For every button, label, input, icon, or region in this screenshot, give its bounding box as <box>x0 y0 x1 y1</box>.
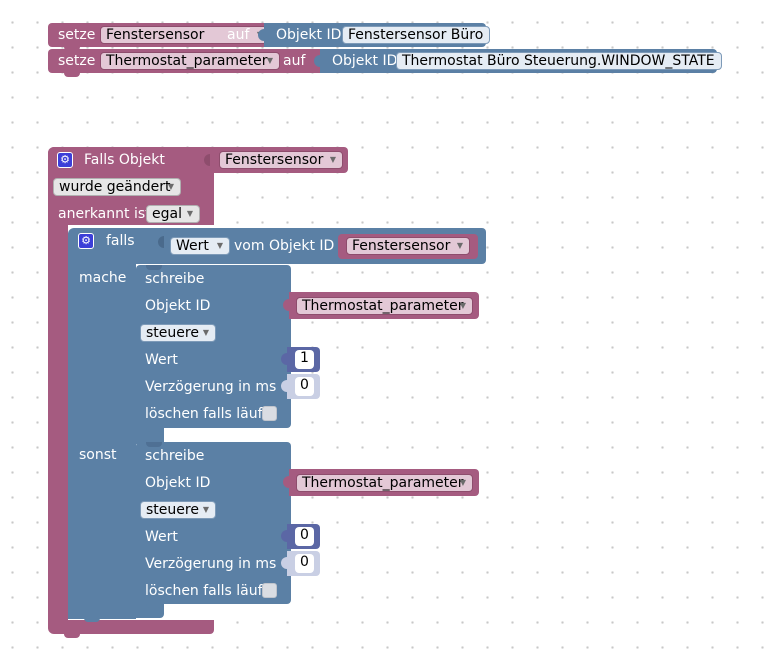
object-id-value[interactable]: Fenstersensor Büro <box>342 26 491 44</box>
ack-dropdown[interactable]: egal ▼ <box>146 205 200 223</box>
mode-dropdown[interactable]: steuere ▼ <box>140 324 216 342</box>
write-variable-dropdown[interactable]: Thermostat_parameter ▼ <box>296 474 473 492</box>
condition-socket <box>158 236 164 248</box>
output-connector <box>281 557 287 569</box>
variable-dropdown-label: Thermostat_parameter <box>106 53 268 69</box>
if-variable-dropdown[interactable]: Fenstersensor ▼ <box>346 237 470 255</box>
set-keyword: setze <box>58 53 96 69</box>
write-block-2-notch <box>146 442 162 447</box>
dropdown-arrow-icon: ▼ <box>167 182 174 191</box>
dropdown-arrow-icon: ▼ <box>216 241 223 250</box>
set-block-2-notch <box>64 73 80 77</box>
set-variable-block-2[interactable]: setze Thermostat_parameter ▼ auf <box>48 49 322 73</box>
write-variable-dropdown[interactable]: Thermostat_parameter ▼ <box>296 297 473 315</box>
output-connector <box>281 380 287 392</box>
value-number-field[interactable]: 0 <box>295 527 314 546</box>
output-connector <box>283 299 289 311</box>
trigger-label: Falls Objekt <box>84 152 165 168</box>
gear-icon[interactable]: ⚙ <box>57 152 73 168</box>
dropdown-arrow-icon: ▼ <box>266 56 273 65</box>
event-dropdown[interactable]: wurde geändert ▼ <box>53 178 181 196</box>
variable-dropdown-label: Fenstersensor <box>106 27 205 43</box>
mode-dropdown[interactable]: steuere ▼ <box>140 501 216 519</box>
delay-label: Verzögerung in ms <box>145 379 277 395</box>
ack-dropdown-label: egal <box>152 206 182 222</box>
value-label: Wert <box>145 529 178 545</box>
auf-keyword: auf <box>283 53 306 69</box>
write-title: schreibe <box>145 271 205 287</box>
if-bottom-bar <box>68 604 164 618</box>
if-bottom-notch <box>84 618 100 622</box>
value-dropdown[interactable]: Wert ▼ <box>170 237 230 255</box>
delay-label: Verzögerung in ms <box>145 556 277 572</box>
dropdown-arrow-icon: ▼ <box>202 328 209 337</box>
object-id-value-label: Thermostat Büro Steuerung.WINDOW_STATE <box>402 53 715 69</box>
dropdown-arrow-icon: ▼ <box>459 301 466 310</box>
write-block-1-bottom-notch <box>146 428 162 432</box>
if-variable-label: Fenstersensor <box>352 238 451 254</box>
object-id-label: Objekt ID <box>276 27 342 43</box>
set-keyword: setze <box>58 27 96 43</box>
dropdown-arrow-icon: ▼ <box>186 209 193 218</box>
write-block-1-notch <box>146 265 162 270</box>
dropdown-arrow-icon: ▼ <box>329 155 336 164</box>
auf-keyword: auf <box>227 27 250 43</box>
clear-checkbox[interactable] <box>262 583 277 598</box>
from-object-label: vom Objekt ID <box>234 238 335 254</box>
write-variable-label: Thermostat_parameter <box>302 298 464 314</box>
write-title: schreibe <box>145 448 205 464</box>
object-id-value-label: Fenstersensor Büro <box>348 27 484 43</box>
trigger-variable-dropdown[interactable]: Fenstersensor ▼ <box>219 151 343 169</box>
mode-dropdown-label: steuere <box>146 502 199 518</box>
value-label: Wert <box>145 352 178 368</box>
trigger-left-bar <box>48 224 68 624</box>
mode-dropdown-label: steuere <box>146 325 199 341</box>
clear-label: löschen falls läuft <box>145 406 268 422</box>
delay-number-field[interactable]: 0 <box>295 377 314 396</box>
delay-number-field[interactable]: 0 <box>295 554 314 573</box>
object-id-block-1[interactable]: Objekt ID Fenstersensor Büro <box>258 23 491 47</box>
output-connector <box>258 29 264 41</box>
trigger-bottom-bar <box>48 620 214 634</box>
dropdown-arrow-icon: ▼ <box>202 505 209 514</box>
variable-dropdown[interactable]: Fenstersensor ▼ <box>100 26 270 44</box>
trigger-variable-label: Fenstersensor <box>225 152 324 168</box>
clear-label: löschen falls läuft <box>145 583 268 599</box>
object-id-value[interactable]: Thermostat Büro Steuerung.WINDOW_STATE <box>396 52 722 70</box>
event-dropdown-label: wurde geändert <box>59 179 171 195</box>
variable-dropdown[interactable]: Thermostat_parameter ▼ <box>100 52 280 70</box>
object-id-block-2[interactable]: Objekt ID Thermostat Büro Steuerung.WIND… <box>314 49 722 73</box>
output-connector <box>283 476 289 488</box>
write-block-2[interactable] <box>136 442 291 604</box>
ack-label: anerkannt ist <box>58 206 151 222</box>
value-dropdown-label: Wert <box>176 238 209 254</box>
if-middle-bar <box>68 428 164 444</box>
object-id-label: Objekt ID <box>332 53 398 69</box>
if-label: falls <box>106 233 135 249</box>
trigger-bottom-notch <box>64 634 80 638</box>
write-object-id-label: Objekt ID <box>145 475 211 491</box>
then-label: mache <box>79 270 127 286</box>
clear-checkbox[interactable] <box>262 406 277 421</box>
output-connector <box>281 530 287 542</box>
else-label: sonst <box>79 447 117 463</box>
gear-icon[interactable]: ⚙ <box>78 233 94 249</box>
output-connector <box>314 55 320 67</box>
write-block-1[interactable] <box>136 265 291 428</box>
dropdown-arrow-icon: ▼ <box>459 478 466 487</box>
write-variable-label: Thermostat_parameter <box>302 475 464 491</box>
dropdown-arrow-icon: ▼ <box>456 241 463 250</box>
write-block-2-bottom-notch <box>146 604 162 608</box>
set-variable-block-1[interactable]: setze Fenstersensor ▼ auf <box>48 23 270 47</box>
output-connector <box>281 353 287 365</box>
input-socket <box>204 154 210 166</box>
write-object-id-label: Objekt ID <box>145 298 211 314</box>
value-number-field[interactable]: 1 <box>295 350 314 369</box>
